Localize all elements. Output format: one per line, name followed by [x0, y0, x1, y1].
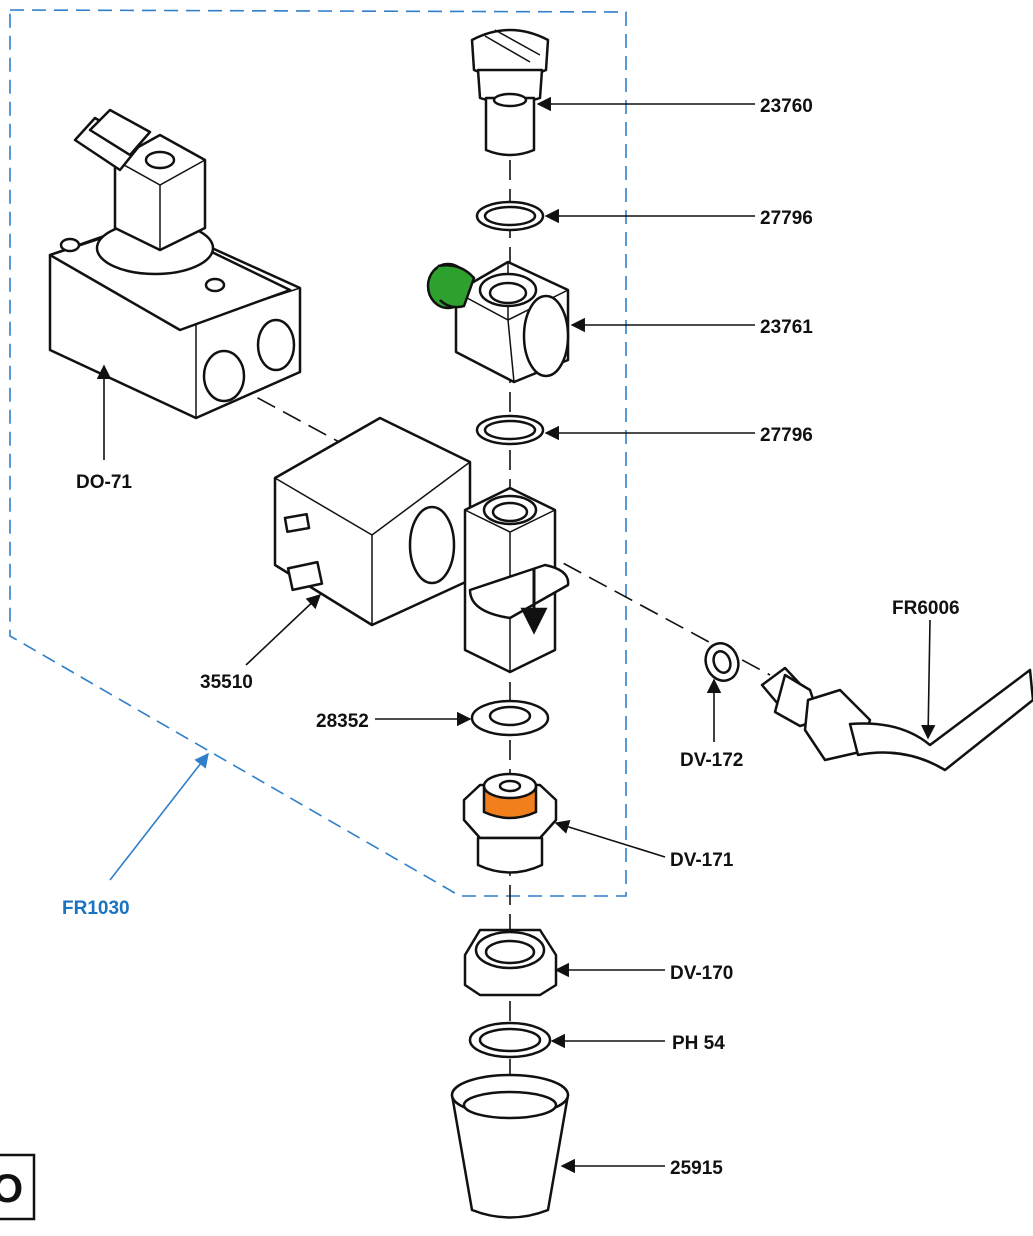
part-23760-screw-plug[interactable] — [470, 28, 550, 157]
valve-body[interactable] — [463, 486, 570, 674]
part-ph-54-o-ring[interactable] — [468, 1021, 552, 1059]
label-35510: 35510 — [200, 672, 253, 693]
label-dv-170: DV-170 — [670, 963, 733, 984]
fr1030-leader — [109, 752, 209, 881]
label-23760: 23760 — [760, 96, 813, 117]
label-ph-54: PH 54 — [672, 1033, 725, 1054]
part-dv-171-fitting[interactable] — [462, 772, 558, 874]
label-28352: 28352 — [316, 711, 369, 732]
part-23761-elbow-body[interactable] — [426, 260, 570, 384]
assembly-boundary — [9, 9, 627, 897]
leader-lines — [96, 96, 936, 1174]
label-27796-middle: 27796 — [760, 425, 813, 446]
part-35510-solenoid-coil[interactable] — [273, 416, 472, 627]
label-fr1030: FR1030 — [62, 898, 130, 919]
part-do-71-connector-housing[interactable] — [48, 108, 302, 420]
part-27796-o-ring-middle[interactable] — [475, 414, 545, 446]
corner-box: O — [0, 1153, 36, 1221]
label-fr6006: FR6006 — [892, 598, 960, 619]
label-do-71: DO-71 — [76, 472, 132, 493]
label-23761: 23761 — [760, 317, 813, 338]
label-dv-172: DV-172 — [680, 750, 743, 771]
part-fr6006-tube-assembly[interactable] — [760, 666, 1033, 772]
part-27796-o-ring-top[interactable] — [475, 200, 545, 232]
part-dv-170-nut[interactable] — [463, 928, 558, 997]
label-25915: 25915 — [670, 1158, 723, 1179]
label-27796-top: 27796 — [760, 208, 813, 229]
corner-box-text: O — [0, 1167, 23, 1211]
part-dv-172-seal-ring[interactable] — [700, 639, 743, 686]
label-dv-171: DV-171 — [670, 850, 734, 871]
part-28352-washer[interactable] — [470, 699, 550, 737]
part-25915-cup[interactable] — [450, 1073, 570, 1219]
